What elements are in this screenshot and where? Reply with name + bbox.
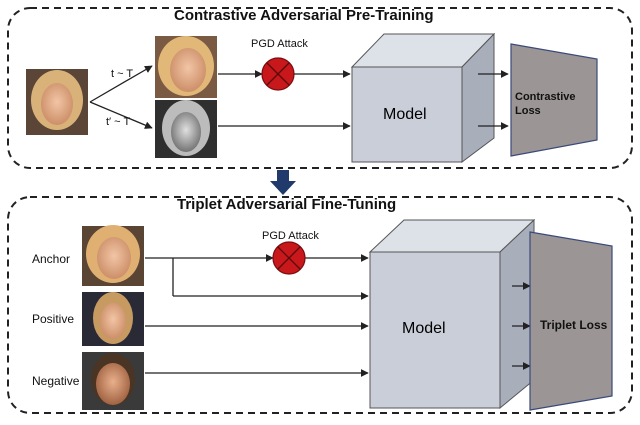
augment-arrow-1	[89, 65, 153, 103]
anchor-label: Anchor	[32, 252, 71, 266]
face-color-augmented-image	[155, 36, 217, 98]
model-cube-bottom	[368, 218, 536, 410]
augment-arrow-2	[89, 101, 153, 129]
model-label-bottom: Model	[402, 320, 446, 337]
model-cube-top	[350, 32, 496, 163]
finetuning-title: Triplet Adversarial Fine-Tuning	[177, 196, 397, 213]
pgd-attack-label-top: PGD Attack	[251, 38, 308, 50]
augmentation-label-1: t ~ T	[111, 68, 134, 80]
model-label-top: Model	[383, 106, 427, 123]
positive-label: Positive	[32, 312, 75, 326]
pretraining-title: Contrastive Adversarial Pre-Training	[174, 7, 434, 24]
contrastive-loss-label: Contrastive Loss	[515, 91, 576, 117]
finetuning-panel	[7, 196, 633, 414]
pgd-attack-icon-top	[261, 57, 295, 91]
triplet-loss-label: Triplet Loss	[540, 318, 608, 332]
pretraining-panel	[7, 7, 633, 169]
face-grayscale-augmented-image	[155, 100, 217, 158]
triplet-loss-block	[529, 231, 613, 411]
negative-label: Negative	[32, 374, 80, 388]
augmentation-label-2: t′ ~ T	[106, 116, 131, 128]
face-anchor-image	[82, 225, 144, 286]
contrastive-loss-block	[510, 43, 598, 157]
stage-transition-arrow	[270, 170, 296, 195]
face-positive-image	[82, 292, 144, 346]
face-negative-image	[82, 352, 144, 410]
pgd-attack-label-bottom: PGD Attack	[262, 230, 319, 242]
pgd-attack-icon-bottom	[272, 241, 306, 275]
face-original-image	[26, 69, 88, 135]
